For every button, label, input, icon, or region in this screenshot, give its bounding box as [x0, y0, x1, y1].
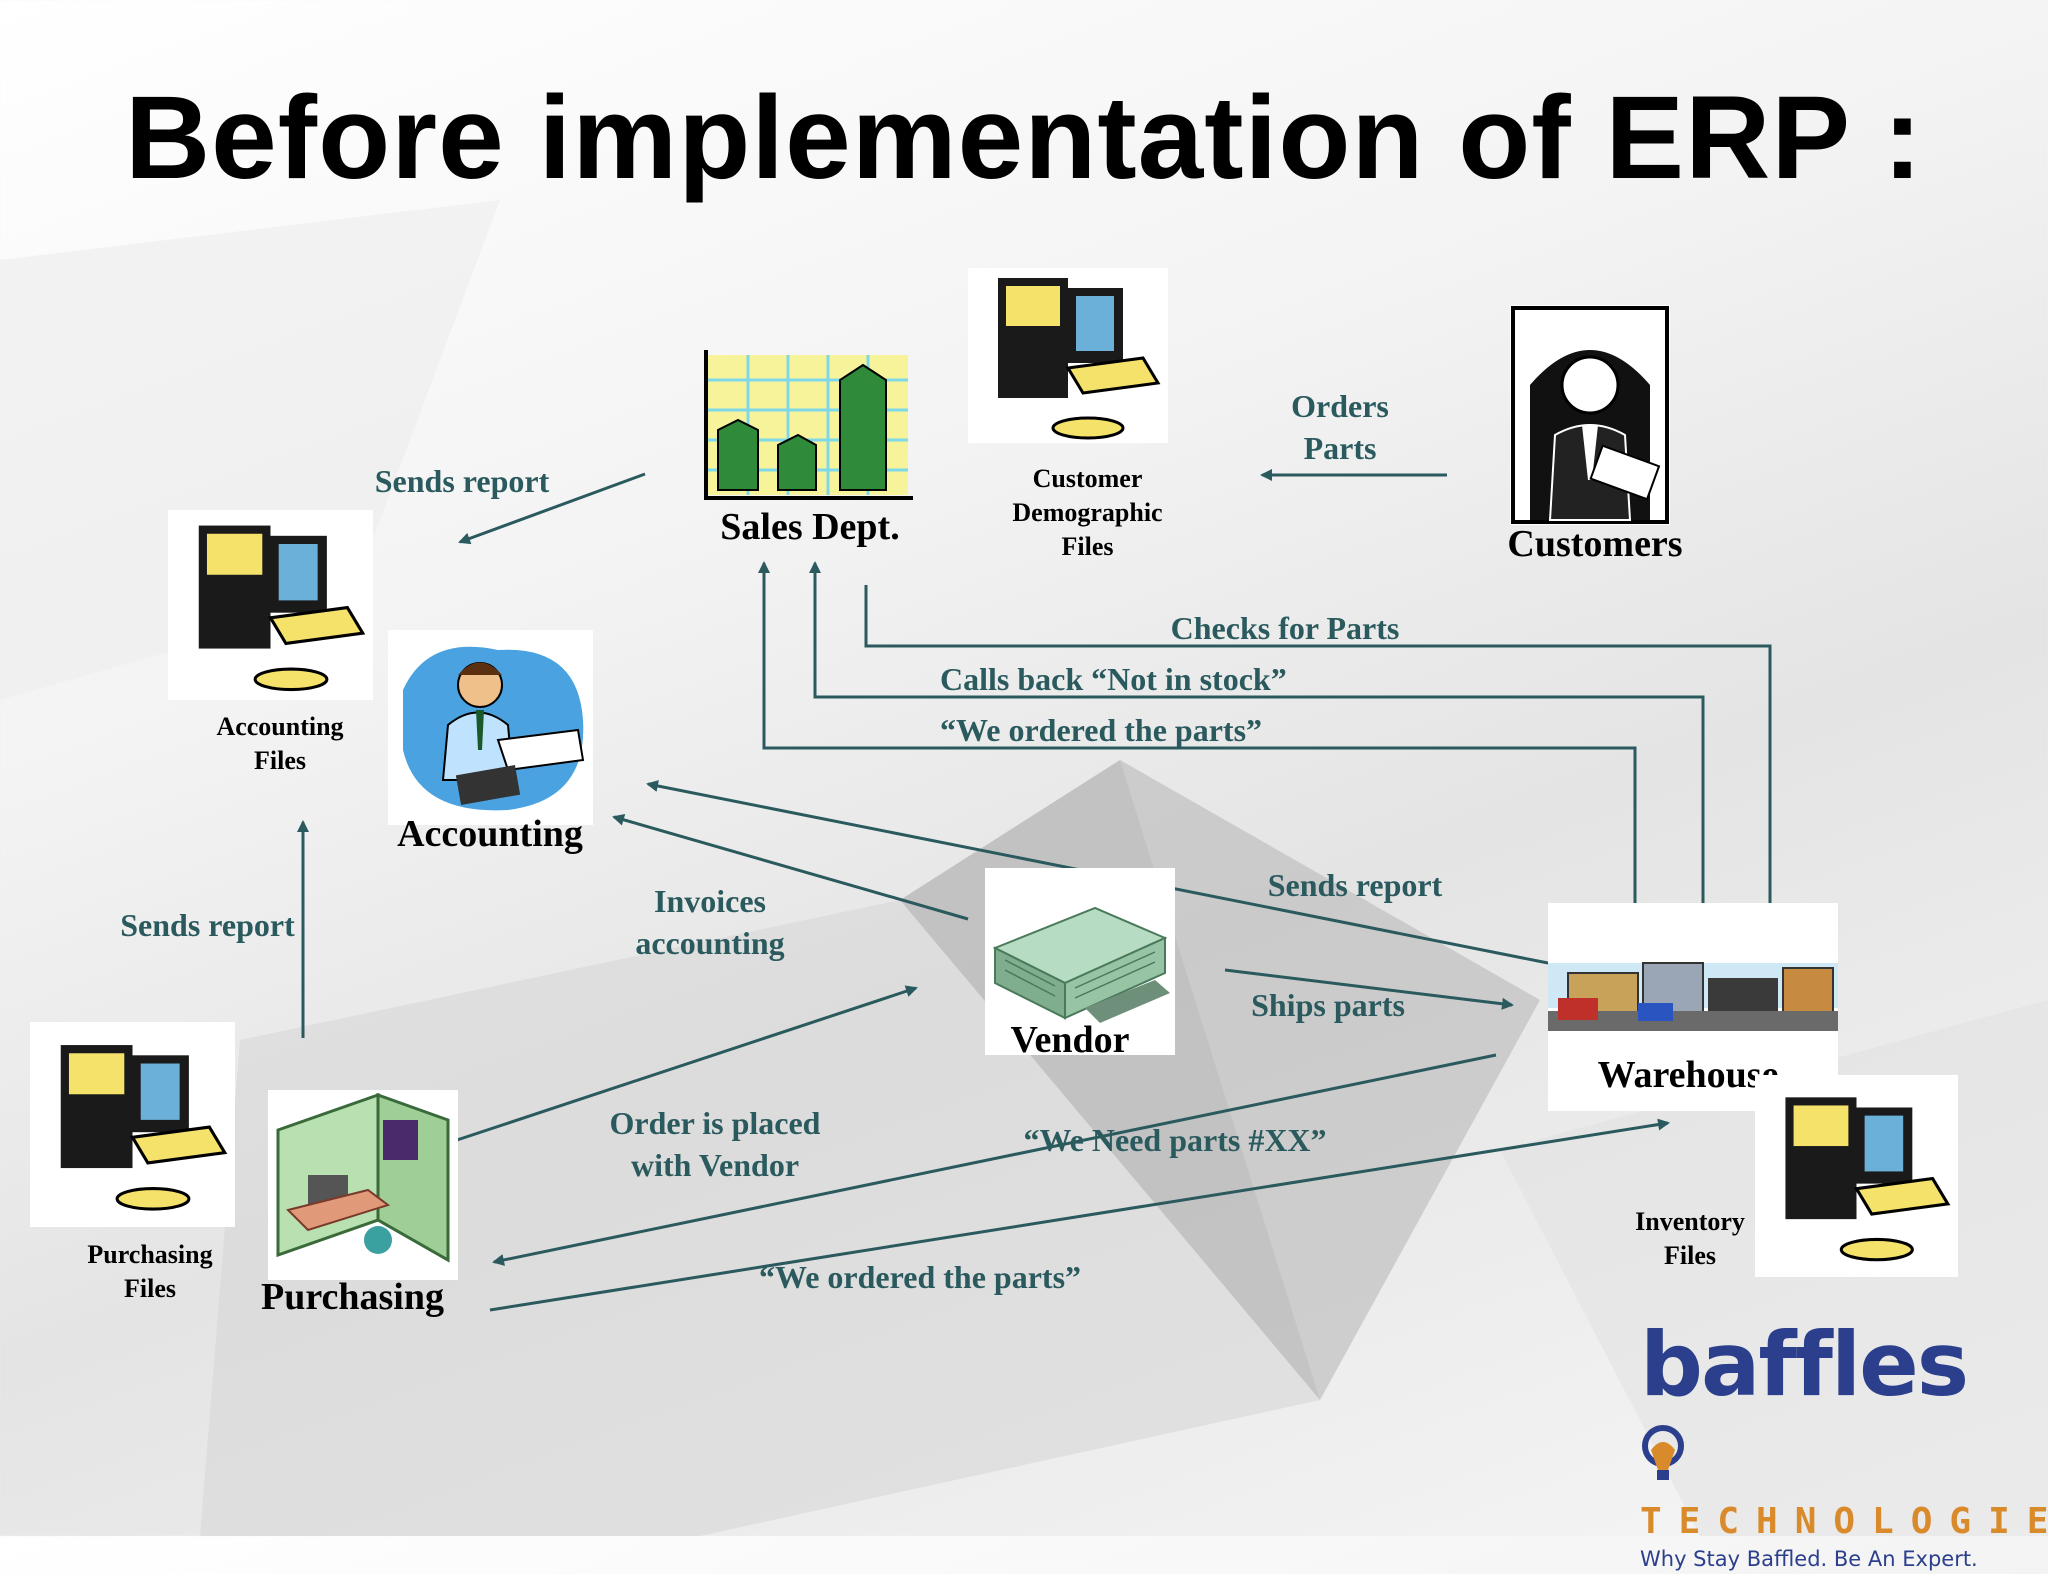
purchasing-files-label: Purchasing Files: [87, 1240, 213, 1303]
sales-dept-label: Sales Dept.: [720, 506, 900, 548]
accounting-files-computer-icon: [168, 510, 373, 700]
label-orders-parts: Orders Parts: [1291, 388, 1389, 466]
warehouse-label: Warehouse: [1597, 1054, 1779, 1096]
purchasing-label: Purchasing: [260, 1276, 444, 1318]
accounting-label: Accounting: [397, 813, 583, 855]
inventory-files-computer-icon: [1755, 1075, 1958, 1277]
label-sends-report-warehouse: Sends report: [1267, 867, 1443, 903]
arrow-sales-to-accounting-files: [458, 472, 646, 545]
arrow-vendor-to-warehouse: [1224, 968, 1514, 1010]
label-we-need-parts: “We Need parts #XX”: [1023, 1122, 1327, 1158]
baffles-logo: baffles TECHNOLOGIES Why Stay Baffled. B…: [1640, 1320, 2048, 1572]
label-we-ordered-bottom: “We ordered the parts”: [758, 1259, 1082, 1295]
warehouse-image: [1548, 903, 1838, 1111]
label-we-ordered-top: “We ordered the parts”: [940, 712, 1263, 748]
logo-wordmark: baffles: [1640, 1313, 1969, 1416]
customer-files-computer-icon: [968, 268, 1168, 443]
lightbulb-icon: [1642, 1425, 1684, 1480]
arrow-calls-back: [809, 561, 1705, 953]
arrow-vendor-to-accounting: [612, 814, 969, 921]
label-sends-report-sales: Sends report: [374, 463, 550, 499]
arrow-checks-for-parts: [864, 585, 1776, 952]
arrow-purchasing-to-vendor: [456, 985, 918, 1142]
label-checks-for-parts: Checks for Parts: [1170, 610, 1400, 646]
label-order-placed: Order is placed with Vendor: [609, 1105, 821, 1183]
label-sends-report-purchasing: Sends report: [120, 907, 295, 943]
customers-label: Customers: [1507, 523, 1683, 565]
logo-tech-text: TECHNOLOGIES: [1640, 1501, 2048, 1542]
vendor-label: Vendor: [1010, 1019, 1130, 1061]
purchasing-files-computer-icon: [30, 1022, 235, 1227]
accountant-image: [388, 630, 593, 825]
customer-files-label: Customer Demographic Files: [1012, 464, 1163, 561]
vendor-building-image: [985, 868, 1175, 1055]
customer-person-image: [1510, 305, 1670, 525]
slide-title: Before implementation of ERP :: [124, 72, 1924, 204]
arrow-warehouse-to-purchasing: [492, 1053, 1497, 1266]
purchasing-office-image: [268, 1090, 458, 1280]
arrow-purchasing-to-warehouse: [489, 1118, 1670, 1312]
inventory-files-label: Inventory Files: [1635, 1207, 1745, 1270]
logo-tagline: Why Stay Baffled. Be An Expert.: [1640, 1547, 1978, 1571]
label-ships-parts: Ships parts: [1251, 987, 1405, 1023]
accounting-files-label: Accounting Files: [216, 712, 344, 775]
label-invoices-accounting: Invoices accounting: [635, 883, 785, 961]
label-calls-back: Calls back “Not in stock”: [940, 661, 1287, 697]
flow-arrows: [297, 469, 1776, 1312]
sales-chart-image: [698, 350, 916, 510]
arrow-we-ordered-top: [758, 561, 1637, 953]
